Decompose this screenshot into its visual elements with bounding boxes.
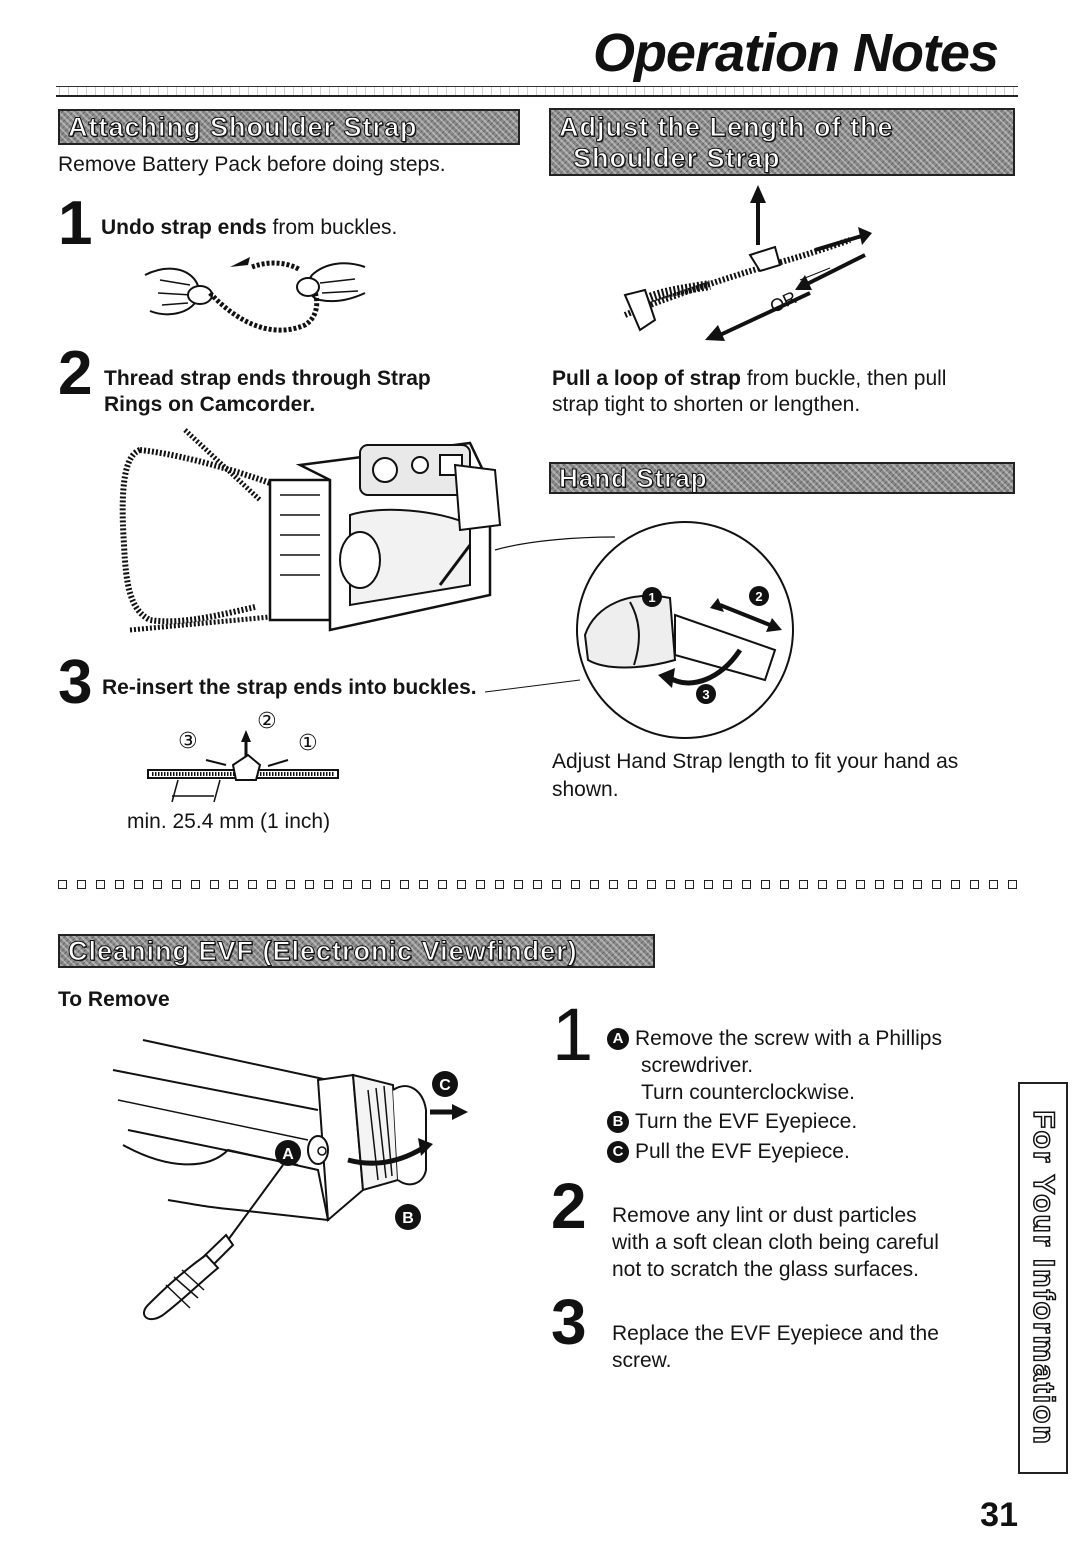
to-remove-label: To Remove <box>58 988 170 1011</box>
hand-strap-detail-illustration: 1 2 3 <box>484 521 794 739</box>
evf-step-number-3: 3 <box>551 1286 587 1358</box>
callout-1: 1 <box>648 590 655 605</box>
evf-step1-line2: screwdriver. <box>641 1054 754 1077</box>
heading-text: Attaching Shoulder Strap <box>68 112 418 143</box>
evf-removal-illustration: C A B <box>112 1039 468 1321</box>
evf-step2-line3: not to scratch the glass surfaces. <box>612 1258 919 1281</box>
evf-step2-line1: Remove any lint or dust particles <box>612 1204 917 1227</box>
buckle-diagram <box>147 730 339 803</box>
label-b: B <box>402 1210 414 1227</box>
min-length-label: min. 25.4 mm (1 inch) <box>127 810 331 833</box>
hand-strap-line2: shown. <box>552 778 619 801</box>
step-number-3: 3 <box>58 648 93 717</box>
mark-3: ③ <box>178 728 198 753</box>
hand-strap-line1: Adjust Hand Strap length to fit your han… <box>552 750 959 773</box>
circle-b-icon: B <box>607 1111 629 1134</box>
section-separator <box>58 880 1028 894</box>
label-a: A <box>282 1146 294 1163</box>
evf-step2-line2: with a soft clean cloth being careful <box>612 1231 939 1254</box>
heading-text: Cleaning EVF (Electronic Viewfinder) <box>68 936 578 967</box>
step2-line2: Rings on Camcorder. <box>104 393 316 416</box>
step1-text: Undo strap ends from buckles. <box>101 214 397 241</box>
side-tab-for-your-information: For Your Information <box>1018 1082 1068 1474</box>
step1-bold: Undo strap ends <box>101 216 267 239</box>
section-heading-cleaning-evf: Cleaning EVF (Electronic Viewfinder) <box>58 934 655 968</box>
evf-step1-line1: A Remove the screw with a Phillips <box>607 1025 942 1052</box>
evf-step-number-1: 1 <box>552 993 594 1076</box>
step-number-1: 1 <box>58 189 93 258</box>
callout-3: 3 <box>702 687 709 702</box>
mark-1: ① <box>298 730 318 755</box>
page-title: Operation Notes <box>592 23 999 83</box>
step3-text: Re-insert the strap ends into buckles. <box>102 676 477 699</box>
section-heading-hand-strap: Hand Strap <box>549 462 1015 494</box>
evf-step3-line1: Replace the EVF Eyepiece and the <box>612 1322 939 1345</box>
evf-step-number-2: 2 <box>551 1170 587 1242</box>
adjust-strap-rest1: from buckle, then pull <box>741 367 947 390</box>
page-number: 31 <box>980 1496 1018 1534</box>
heading-line1: Adjust the Length of the <box>559 112 894 143</box>
adjust-strap-line2: strap tight to shorten or lengthen. <box>552 393 861 416</box>
evf-step3-line2: screw. <box>612 1349 672 1372</box>
heading-line2: Shoulder Strap <box>573 143 781 174</box>
camcorder-strap-illustration <box>119 428 616 633</box>
mark-2: ② <box>257 708 277 733</box>
step-number-2: 2 <box>58 339 93 408</box>
side-tab-text: For Your Information <box>1026 1109 1061 1446</box>
title-rule <box>56 86 1018 97</box>
adjust-strap-line1: Pull a loop of strap from buckle, then p… <box>552 365 946 392</box>
evf-step1-line1-text: Remove the screw with a Phillips <box>635 1027 942 1050</box>
evf-step1-line5: C Pull the EVF Eyepiece. <box>607 1138 850 1165</box>
evf-step1-line4-text: Turn the EVF Eyepiece. <box>635 1110 858 1133</box>
section-heading-adjust-strap-length: Adjust the Length of the Shoulder Strap <box>549 108 1015 176</box>
section-heading-attaching-shoulder-strap: Attaching Shoulder Strap <box>58 109 520 145</box>
circle-c-icon: C <box>607 1141 629 1164</box>
heading-text: Hand Strap <box>559 463 708 493</box>
evf-step1-line5-text: Pull the EVF Eyepiece. <box>635 1140 850 1163</box>
step1-rest: from buckles. <box>266 216 398 239</box>
battery-note: Remove Battery Pack before doing steps. <box>58 153 446 176</box>
adjust-strap-illustration <box>623 185 872 341</box>
evf-step1-line3: Turn counterclockwise. <box>641 1081 855 1104</box>
evf-step1-line4: B Turn the EVF Eyepiece. <box>607 1108 857 1135</box>
callout-2: 2 <box>755 589 762 604</box>
undo-strap-illustration <box>144 257 366 333</box>
adjust-strap-bold: Pull a loop of strap <box>552 367 742 390</box>
label-c: C <box>439 1077 451 1094</box>
circle-a-icon: A <box>607 1028 629 1051</box>
step2-line1: Thread strap ends through Strap <box>104 367 431 390</box>
